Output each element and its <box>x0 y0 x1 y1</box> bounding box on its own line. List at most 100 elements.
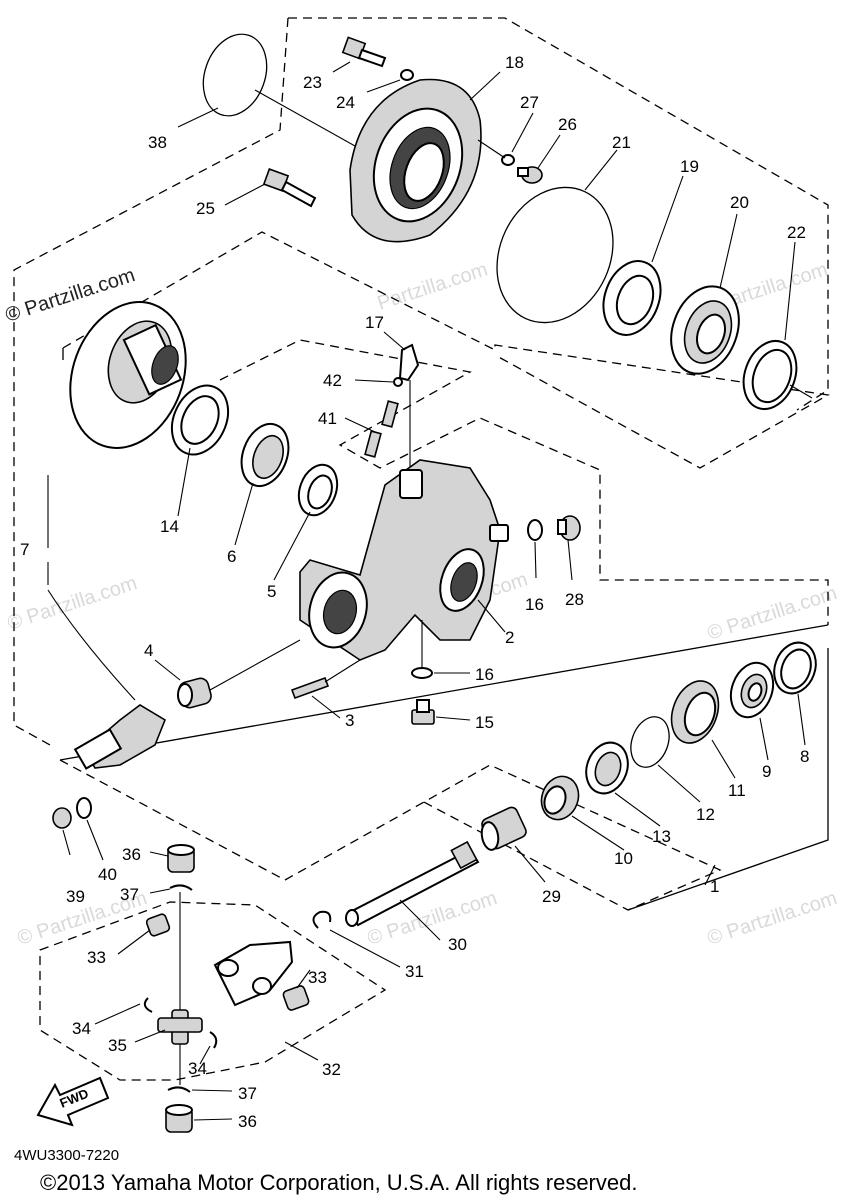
bearing-cup-36-top <box>167 844 195 873</box>
bolt-23 <box>341 36 387 68</box>
ring-nut-11 <box>670 680 720 744</box>
assembly-bracket-right <box>627 648 829 911</box>
lower-dashed-boundary <box>59 759 722 911</box>
callout-19: 19 <box>680 157 699 176</box>
gear-case-2 <box>299 459 509 661</box>
drive-shaft-30 <box>345 840 480 927</box>
oil-seal-5 <box>297 463 339 517</box>
callout-35: 35 <box>108 1036 127 1055</box>
dowel-pin-41a <box>381 400 399 428</box>
callouts: 1 2 3 4 5 6 7 8 9 10 11 12 13 14 15 16 1… <box>20 53 809 1131</box>
callout-4: 4 <box>144 641 153 660</box>
callout-26: 26 <box>558 115 577 134</box>
callout-38: 38 <box>148 133 167 152</box>
washer-24 <box>400 69 414 81</box>
bolt-26 <box>517 166 543 184</box>
callout-11: 11 <box>728 781 746 800</box>
stud-3 <box>290 676 330 700</box>
callout-39: 39 <box>66 887 85 906</box>
callout-18: 18 <box>505 53 524 72</box>
clip-34-left <box>143 997 153 1013</box>
shim-14 <box>170 384 230 456</box>
shim-22 <box>742 340 798 410</box>
ring-gear-7 <box>69 301 187 449</box>
callout-22: 22 <box>787 223 806 242</box>
leader-lines <box>62 61 806 1121</box>
middle-dashed-boundary <box>219 339 829 625</box>
callout-36-top: 36 <box>122 845 141 864</box>
callout-37-top: 37 <box>120 885 139 904</box>
callout-31: 31 <box>405 962 424 981</box>
upper-dashed-boundary <box>62 231 830 469</box>
callout-2: 2 <box>505 628 514 647</box>
oil-seal-19 <box>602 260 662 336</box>
bearing-9 <box>729 661 775 719</box>
axis-line-3 <box>324 659 361 683</box>
washer-27 <box>501 154 515 166</box>
clip-37-top <box>169 884 193 891</box>
washer-40 <box>76 797 92 819</box>
spider-35 <box>157 1009 203 1045</box>
callout-20: 20 <box>730 193 749 212</box>
callout-40: 40 <box>98 865 117 884</box>
axis-line-4 <box>209 639 301 691</box>
bearing-cup-36-bottom <box>165 1104 193 1133</box>
washer-16-lower <box>411 667 433 679</box>
bushing-29 <box>480 806 527 851</box>
parts: FWD <box>36 33 817 1133</box>
clip-37-bottom <box>167 1086 191 1093</box>
callout-21: 21 <box>612 133 631 152</box>
yoke-32 <box>213 940 294 1007</box>
callout-27: 27 <box>520 93 539 112</box>
shim-8 <box>773 641 817 695</box>
callout-32: 32 <box>322 1060 341 1079</box>
callout-17: 17 <box>365 313 384 332</box>
callout-23: 23 <box>303 73 322 92</box>
leader-7-down <box>47 589 136 701</box>
bolt-25 <box>262 168 317 208</box>
diagram-code: 4WU3300-7220 <box>14 1147 119 1164</box>
callout-3: 3 <box>345 711 354 730</box>
o-ring-12 <box>630 716 670 768</box>
axis-line-27 <box>477 139 506 159</box>
callout-33-right: 33 <box>308 968 327 987</box>
callout-12: 12 <box>696 805 715 824</box>
callout-30: 30 <box>448 935 467 954</box>
callout-33-left: 33 <box>87 948 106 967</box>
group-boundaries <box>13 17 830 1081</box>
callout-10: 10 <box>614 849 633 868</box>
plug-28 <box>557 515 581 541</box>
callout-9: 9 <box>762 762 771 781</box>
watermark-2: Partzilla.com <box>375 258 491 314</box>
circlip-31 <box>312 910 332 929</box>
callout-1: 1 <box>710 877 719 896</box>
callout-16-lower: 16 <box>475 665 494 684</box>
callout-8: 8 <box>800 747 809 766</box>
callout-41: 41 <box>318 409 337 428</box>
callout-28: 28 <box>565 590 584 609</box>
copyright-notice: ©2013 Yamaha Motor Corporation, U.S.A. A… <box>40 1170 637 1195</box>
collar-10 <box>540 775 580 821</box>
callout-6: 6 <box>227 547 236 566</box>
callout-29: 29 <box>542 887 561 906</box>
oil-seal-13 <box>585 741 629 795</box>
callout-13: 13 <box>652 827 671 846</box>
washer-16-right <box>527 519 543 541</box>
axis-line-22 <box>789 384 813 399</box>
bearing-20 <box>670 285 740 375</box>
callout-37-bottom: 37 <box>238 1084 257 1103</box>
fwd-arrow-icon: FWD <box>36 1076 110 1127</box>
callout-34-right: 34 <box>188 1059 207 1078</box>
watermark-9: © Partzilla.com <box>705 887 840 950</box>
callout-15: 15 <box>475 713 494 732</box>
callout-42: 42 <box>323 371 342 390</box>
pinion-7 <box>73 704 166 770</box>
bushing-4 <box>177 677 212 709</box>
bearing-cup-33-left <box>145 913 171 937</box>
clip-42 <box>393 377 403 387</box>
nut-39 <box>52 807 72 829</box>
callout-36-bottom: 36 <box>238 1112 257 1131</box>
joint-dashed-boundary <box>39 901 387 1081</box>
callout-24: 24 <box>336 93 355 112</box>
